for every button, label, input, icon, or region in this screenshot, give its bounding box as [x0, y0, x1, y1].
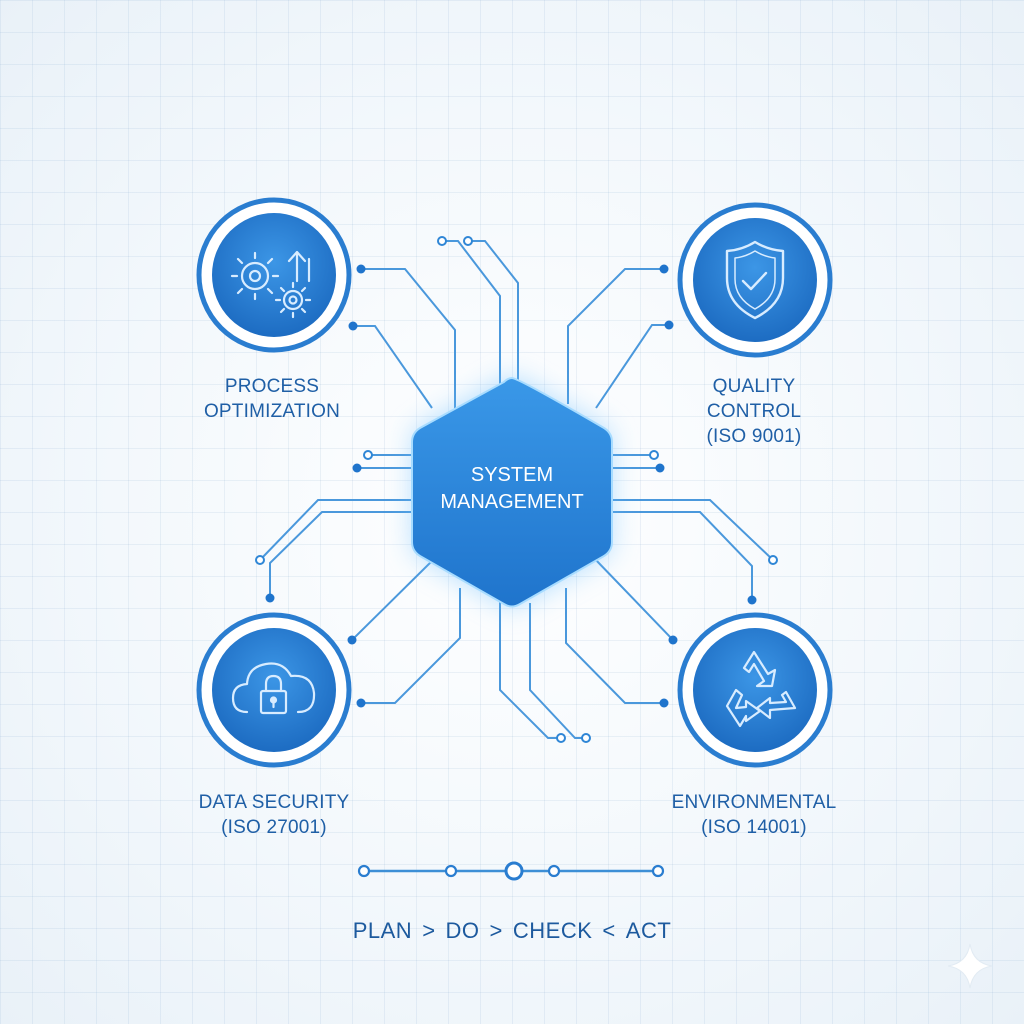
sparkle-icon	[947, 943, 993, 989]
cycle-separator-2: >	[489, 918, 503, 943]
cloud-lock-icon	[231, 662, 316, 715]
center-label-line1: SYSTEM	[470, 464, 554, 486]
environmental-node	[677, 612, 833, 768]
quality-label-line1: QUALITY	[712, 376, 796, 397]
pdca-timeline	[357, 861, 665, 881]
cycle-separator-1: >	[422, 918, 436, 943]
pdca-cycle: PLAN > DO > CHECK < ACT	[262, 918, 762, 944]
quality-node	[677, 202, 833, 358]
quality-label: QUALITY CONTROL (ISO 9001)	[654, 374, 854, 449]
gears-arrow-icon	[230, 250, 312, 319]
circuit-traces	[259, 240, 774, 739]
process-label: PROCESS OPTIMIZATION	[172, 374, 372, 424]
cycle-separator-3: <	[602, 918, 616, 943]
security-node	[196, 612, 352, 768]
environmental-label-line2: (ISO 14001)	[701, 817, 807, 838]
process-label-line2: OPTIMIZATION	[203, 401, 341, 422]
trace-nodes	[265, 264, 757, 708]
process-label-line1: PROCESS	[224, 376, 320, 397]
center-label: SYSTEM MANAGEMENT	[412, 462, 612, 516]
recycle-icon	[725, 650, 797, 728]
environmental-label-line1: ENVIRONMENTAL	[671, 792, 837, 813]
cycle-step-check: CHECK	[512, 918, 593, 943]
center-hexagon	[411, 376, 613, 608]
security-label-line2: (ISO 27001)	[221, 817, 327, 838]
trace-endpoints	[255, 236, 778, 743]
security-label-line1: DATA SECURITY	[198, 792, 350, 813]
cycle-step-do: DO	[445, 918, 480, 943]
shield-check-icon	[725, 240, 785, 320]
environmental-label: ENVIRONMENTAL (ISO 14001)	[643, 790, 865, 840]
cycle-step-act: ACT	[625, 918, 672, 943]
cycle-step-plan: PLAN	[352, 918, 413, 943]
process-node	[196, 197, 352, 353]
security-label: DATA SECURITY (ISO 27001)	[168, 790, 380, 840]
quality-label-line2: CONTROL	[706, 401, 802, 422]
center-label-line2: MANAGEMENT	[440, 491, 584, 513]
quality-label-line3: (ISO 9001)	[706, 426, 802, 447]
